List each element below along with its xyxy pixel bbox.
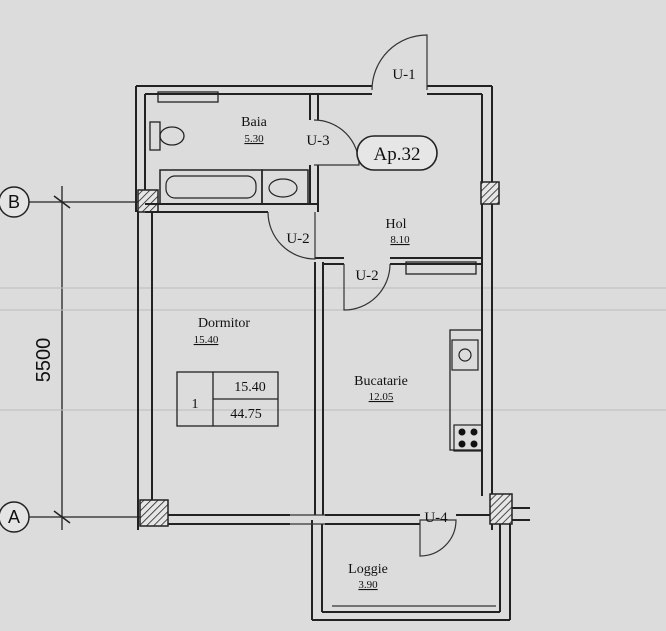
axis-b: B: [0, 186, 140, 218]
door-label-u1: U-1: [392, 67, 415, 83]
door-u1: [371, 34, 428, 91]
summary-rooms: 1: [192, 397, 199, 412]
room-area-baia: 5.30: [244, 133, 264, 145]
column-a-left: [139, 499, 169, 527]
dimension-label: 5500: [33, 338, 55, 383]
summary-table: 1 15.40 44.75: [176, 371, 279, 427]
room-name-bucatarie: Bucatarie: [354, 374, 408, 389]
axis-a: A: [0, 501, 140, 533]
room-area-loggie: 3.90: [358, 579, 378, 591]
background-lines: [0, 287, 666, 411]
door-label-u4: U-4: [424, 510, 448, 526]
column-b-right: [480, 181, 500, 205]
column-a-right: [489, 493, 513, 525]
summary-total-area: 44.75: [230, 407, 262, 422]
axis-b-label: B: [8, 192, 20, 212]
door-u2-bottom: [290, 514, 325, 525]
column-b-left: [137, 189, 159, 213]
kitchen-counter: [449, 329, 483, 451]
room-name-dormitor: Dormitor: [198, 316, 250, 331]
door-label-u2-kitchen: U-2: [355, 268, 378, 284]
axis-a-label: A: [8, 507, 20, 527]
apartment-badge: Ap.32: [356, 135, 438, 171]
room-area-dormitor: 15.40: [194, 334, 219, 346]
sink: [261, 169, 309, 205]
door-label-u2-hall: U-2: [286, 231, 309, 247]
room-name-hol: Hol: [386, 217, 407, 232]
room-area-hol: 8.10: [390, 234, 410, 246]
radiator-bath: [157, 91, 219, 103]
bathtub: [159, 169, 263, 205]
apartment-label: Ap.32: [374, 144, 421, 165]
radiator-hall: [405, 261, 477, 275]
room-name-baia: Baia: [241, 115, 267, 130]
door-u2-kitchen: [343, 263, 391, 311]
stove-icon: [453, 424, 483, 452]
door-u4: [419, 519, 457, 557]
door-u2-hall: [267, 211, 316, 260]
room-area-bucatarie: 12.05: [369, 391, 394, 403]
toilet: [149, 121, 185, 151]
dimension-line: 5500: [33, 186, 71, 530]
door-label-u3: U-3: [306, 133, 329, 149]
summary-living-area: 15.40: [234, 380, 266, 395]
room-name-loggie: Loggie: [348, 562, 388, 577]
